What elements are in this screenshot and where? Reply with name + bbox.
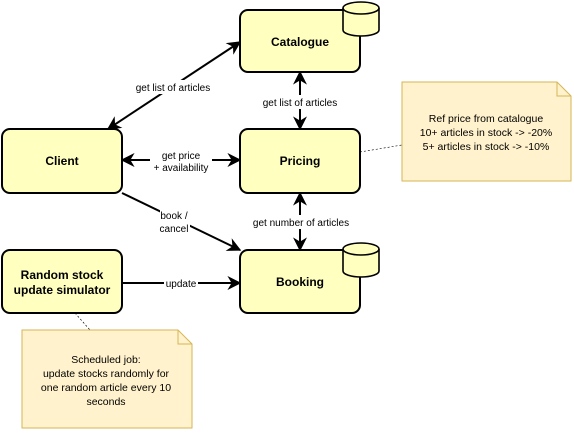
edge-label-text: get number of articles bbox=[253, 218, 349, 229]
client-component[interactable]: Client bbox=[1, 128, 123, 194]
catalogue-label: Catalogue bbox=[271, 35, 329, 49]
edge-label-line: cancel bbox=[160, 224, 189, 235]
simulator-component[interactable]: Random stock update simulator bbox=[1, 249, 123, 314]
database-icon bbox=[342, 1, 380, 37]
pricing-component[interactable]: Pricing bbox=[239, 128, 361, 194]
booking-component[interactable]: Booking bbox=[239, 249, 361, 314]
edge-label-pricing-booking: get number of articles bbox=[246, 215, 356, 229]
edge-label-text: get list of articles bbox=[263, 98, 337, 109]
edge-label-simulator-booking: update bbox=[164, 276, 198, 290]
booking-label: Booking bbox=[276, 275, 324, 289]
edge-label-pricing-catalogue: get list of articles bbox=[256, 95, 344, 109]
simulator-label-line: Random stock bbox=[21, 268, 104, 282]
pricing-note-connector bbox=[359, 144, 403, 153]
pricing-note: Ref price from catalogue 10+ articles in… bbox=[401, 81, 572, 182]
simulator-note-line: update stocks randomly for bbox=[43, 368, 170, 380]
edge-label-client-catalogue: get list of articles bbox=[128, 80, 218, 94]
edge-label-line: book / bbox=[160, 211, 187, 222]
client-label: Client bbox=[45, 154, 78, 168]
edge-label-client-pricing: get price + availability bbox=[150, 148, 212, 174]
pricing-note-line: 10+ articles in stock -> -20% bbox=[420, 127, 552, 139]
database-icon bbox=[342, 242, 380, 278]
simulator-label-line: update simulator bbox=[14, 283, 111, 297]
simulator-note-connector bbox=[74, 312, 91, 331]
pricing-note-line: 5+ articles in stock -> -10% bbox=[423, 141, 550, 153]
simulator-note: Scheduled job: update stocks randomly fo… bbox=[21, 329, 193, 429]
edge-label-line: get price bbox=[162, 151, 201, 162]
pricing-label: Pricing bbox=[280, 154, 321, 168]
edge-label-line: + availability bbox=[154, 163, 209, 174]
catalogue-component[interactable]: Catalogue bbox=[239, 9, 361, 73]
simulator-note-line: one random article every 10 bbox=[41, 382, 171, 394]
pricing-note-line: Ref price from catalogue bbox=[429, 113, 544, 125]
edge-label-text: update bbox=[166, 279, 197, 290]
edge-label-client-booking: book / cancel bbox=[160, 209, 190, 235]
simulator-note-line: Scheduled job: bbox=[71, 354, 140, 366]
edge-label-text: get list of articles bbox=[136, 83, 210, 94]
simulator-note-line: seconds bbox=[86, 396, 125, 408]
